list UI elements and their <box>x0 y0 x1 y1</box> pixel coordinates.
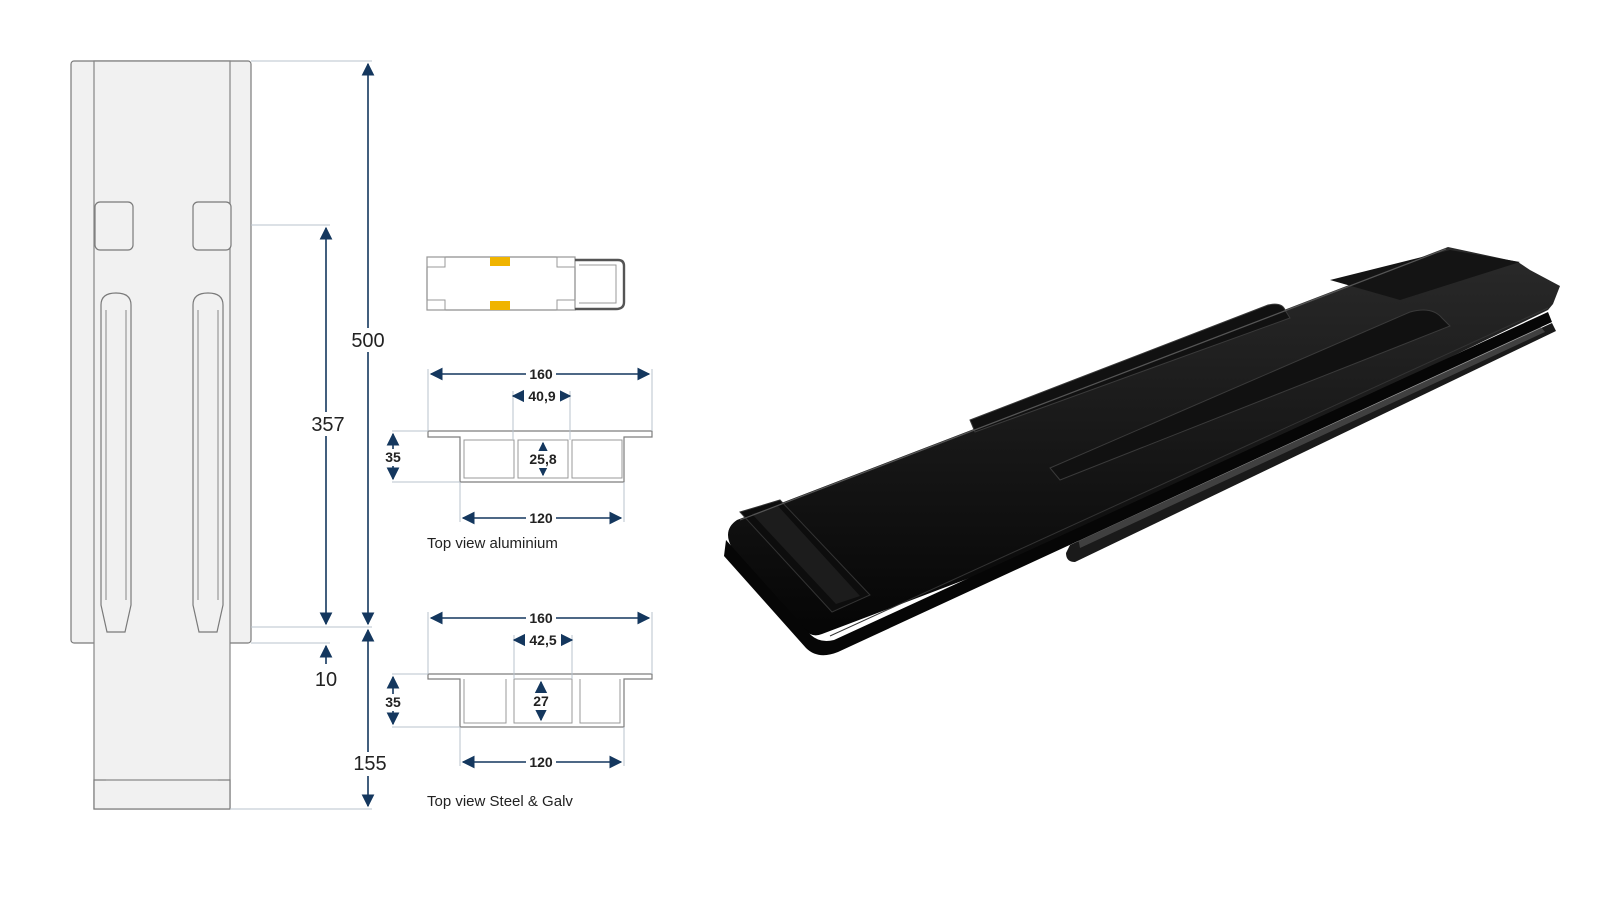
steel-height-label: 35 <box>385 694 401 710</box>
long-slot-left <box>100 292 132 633</box>
vertical-dimensions: 500 357 10 155 <box>308 62 387 808</box>
side-elevation <box>70 60 252 810</box>
steel-center-label: 42,5 <box>529 632 556 648</box>
alu-caption: Top view aluminium <box>427 535 558 552</box>
steel-base-label: 120 <box>529 754 553 770</box>
accent-marker-top <box>490 257 510 266</box>
bottom-lip <box>93 779 231 810</box>
plan-view-small <box>426 256 626 311</box>
upper-slot-left <box>94 201 134 251</box>
steel-width-label: 160 <box>529 610 553 626</box>
upper-slot-right <box>192 201 232 251</box>
aluminium-section: 160 40,9 35 25,8 120 Top view aluminium <box>384 365 653 552</box>
dim-extension-label: 155 <box>353 753 386 775</box>
product-photo <box>724 247 1560 656</box>
dim-gap-label: 10 <box>315 669 337 691</box>
accent-marker-bottom <box>490 301 510 310</box>
steel-section: 160 42,5 35 27 120 Top view Steel & Galv <box>384 609 653 810</box>
dim-slot-span-label: 357 <box>311 414 344 436</box>
extension-lines <box>230 60 372 810</box>
steel-inner-label: 27 <box>533 693 549 709</box>
alu-width-label: 160 <box>529 366 553 382</box>
alu-base-label: 120 <box>529 510 553 526</box>
dim-total-height-label: 500 <box>351 330 384 352</box>
steel-caption: Top view Steel & Galv <box>427 793 573 810</box>
long-slot-right <box>192 292 224 633</box>
alu-center-label: 40,9 <box>528 388 555 404</box>
alu-height-label: 35 <box>385 449 401 465</box>
alu-inner-label: 25,8 <box>529 451 556 467</box>
